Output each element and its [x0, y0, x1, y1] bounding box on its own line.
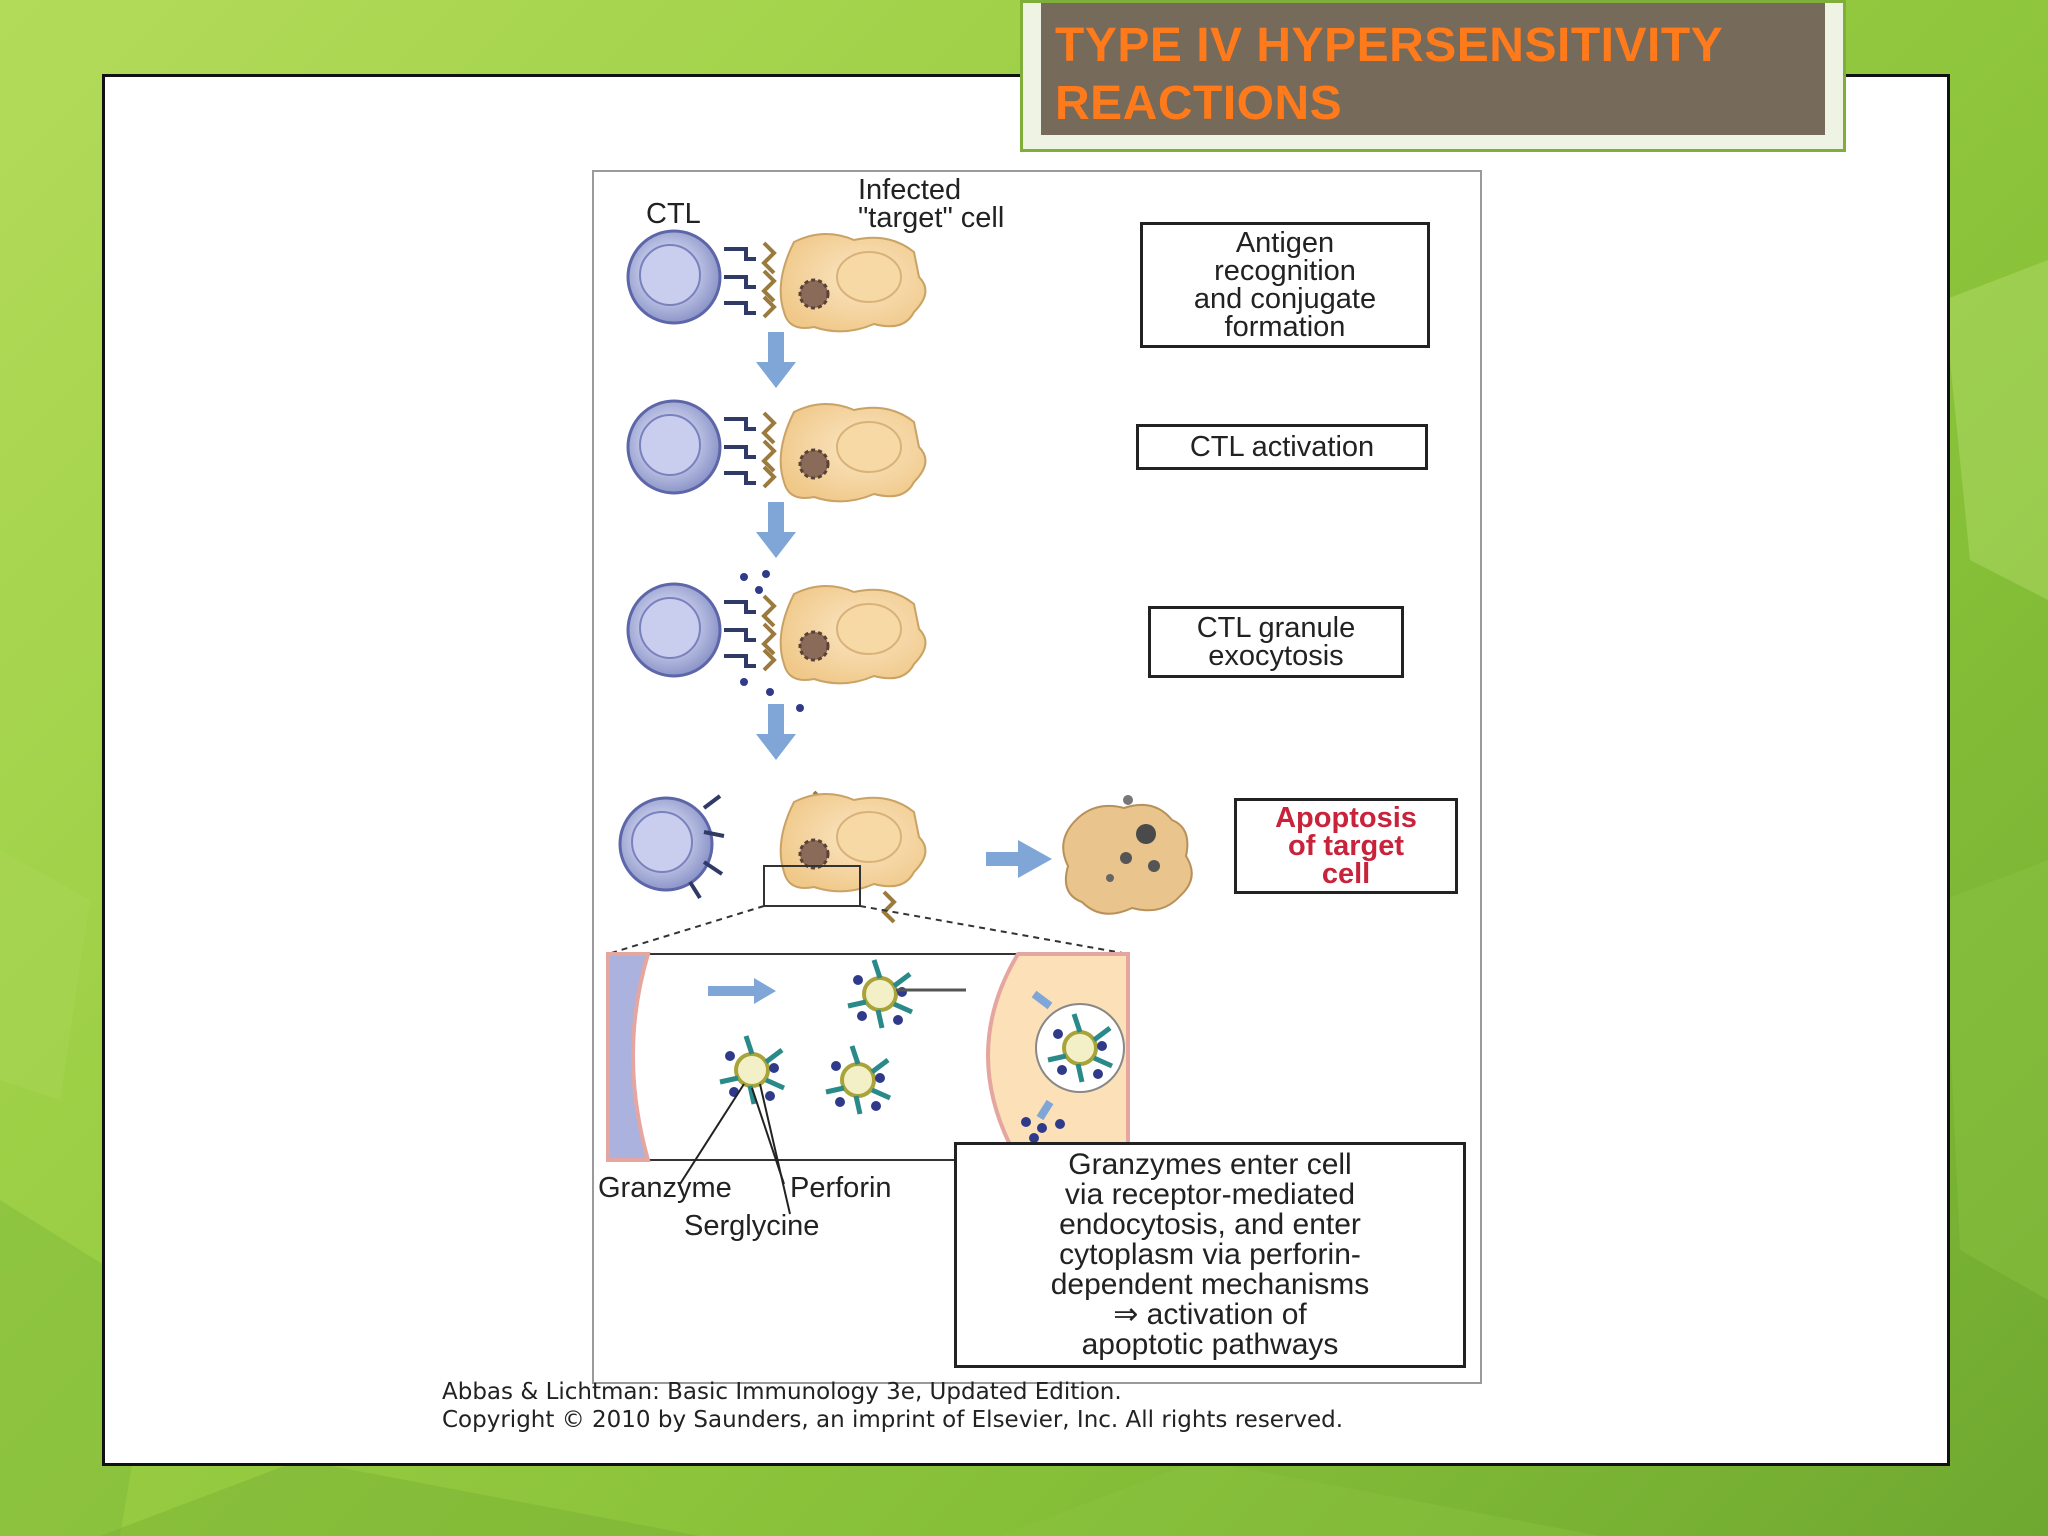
- stage4-line2: of target: [1288, 830, 1404, 862]
- stage1-line1: Antigen: [1235, 227, 1335, 259]
- stage-3-cells: [626, 570, 927, 712]
- stage-arrow-2: [756, 502, 796, 558]
- stage1-line2: recognition: [1214, 255, 1356, 287]
- stage-4-cells: [618, 790, 927, 924]
- stage2-line1: CTL activation: [1189, 431, 1375, 463]
- ctl-label: CTL: [646, 198, 701, 230]
- stage-label-apoptosis: Apoptosis of target cell: [1234, 798, 1458, 894]
- stage4-line1: Apoptosis: [1275, 802, 1417, 834]
- title-banner: TYPE IV HYPERSENSITIVITY REACTIONS: [1041, 3, 1825, 135]
- mechanism-description-box: Granzymes enter cell via receptor-mediat…: [954, 1142, 1466, 1368]
- granule-pointer-lines: [679, 1083, 791, 1215]
- serglycine-label: Serglycine: [684, 1210, 820, 1242]
- stage-label-granule-exocytosis: CTL granule exocytosis: [1148, 606, 1404, 678]
- mechanism-line1: Granzymes enter cell: [1068, 1148, 1352, 1181]
- stage3-line2: exocytosis: [1208, 640, 1344, 672]
- stage-label-ctl-activation: CTL activation: [1136, 424, 1428, 470]
- granzyme-label: Granzyme: [598, 1172, 732, 1204]
- caption-line2: Copyright © 2010 by Saunders, an imprint…: [442, 1407, 1344, 1433]
- stage-arrow-3: [756, 704, 796, 760]
- figure-caption: Abbas & Lichtman: Basic Immunology 3e, U…: [442, 1378, 1343, 1434]
- mechanism-line3: endocytosis, and enter: [1059, 1208, 1361, 1241]
- stage4-line3: cell: [1321, 858, 1371, 890]
- figure-panel: CTL Infected "target" cell Antigen recog…: [592, 170, 1482, 1384]
- stage3-line1: CTL granule: [1196, 612, 1356, 644]
- zoom-lines: [607, 905, 1129, 955]
- mechanism-line7: apoptotic pathways: [1081, 1328, 1339, 1361]
- granule-zoom-inset: [606, 952, 1130, 1162]
- slide-title-line2: REACTIONS: [1055, 77, 1343, 130]
- mechanism-line2: via receptor-mediated: [1064, 1178, 1356, 1211]
- mechanism-line4: cytoplasm via perforin-: [1059, 1238, 1361, 1271]
- apoptosis-arrow: [986, 840, 1052, 878]
- stage1-line4: formation: [1224, 311, 1346, 343]
- apoptotic-cell: [1062, 795, 1193, 915]
- title-box: TYPE IV HYPERSENSITIVITY REACTIONS: [1020, 0, 1846, 152]
- stage-1-cells: [626, 229, 927, 333]
- mechanism-line5: dependent mechanisms: [1050, 1268, 1370, 1301]
- slide-title-line1: TYPE IV HYPERSENSITIVITY: [1055, 19, 1724, 72]
- stage-2-cells: [626, 399, 927, 503]
- target-cell-label: Infected "target" cell: [858, 174, 1005, 234]
- ctl-killing-diagram: [606, 229, 1193, 1215]
- mechanism-line6: ⇒ activation of: [1113, 1298, 1307, 1331]
- stage-arrow-1: [756, 332, 796, 388]
- target-label-line1: Infected: [858, 174, 962, 206]
- stage1-line3: and conjugate: [1193, 283, 1377, 315]
- target-label-line2: "target" cell: [858, 202, 1005, 234]
- stage-label-antigen-recognition: Antigen recognition and conjugate format…: [1140, 222, 1430, 348]
- perforin-label: Perforin: [790, 1172, 892, 1204]
- caption-line1: Abbas & Lichtman: Basic Immunology 3e, U…: [442, 1379, 1122, 1405]
